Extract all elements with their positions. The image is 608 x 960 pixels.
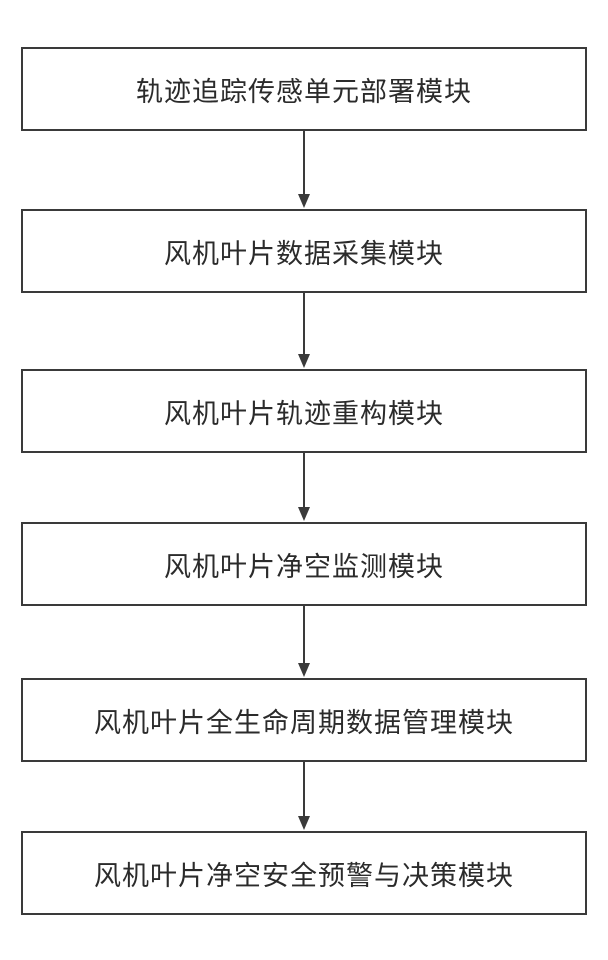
step-box-blade-trajectory-reconstruction: 风机叶片轨迹重构模块 xyxy=(21,369,587,453)
flow-arrow-3 xyxy=(298,453,310,521)
step-box-blade-clearance-warning-decision: 风机叶片净空安全预警与决策模块 xyxy=(21,831,587,915)
arrow-head-icon xyxy=(298,194,310,208)
step-label: 风机叶片净空安全预警与决策模块 xyxy=(94,854,514,893)
arrow-shaft xyxy=(303,293,305,355)
step-box-blade-data-collection: 风机叶片数据采集模块 xyxy=(21,209,587,293)
flow-arrow-1 xyxy=(298,131,310,208)
step-box-blade-clearance-monitoring: 风机叶片净空监测模块 xyxy=(21,522,587,606)
step-label: 风机叶片轨迹重构模块 xyxy=(164,392,444,431)
step-label: 轨迹追踪传感单元部署模块 xyxy=(136,70,472,109)
flow-arrow-5 xyxy=(298,762,310,830)
step-label: 风机叶片数据采集模块 xyxy=(164,232,444,271)
step-box-track-sensor-deployment: 轨迹追踪传感单元部署模块 xyxy=(21,47,587,131)
arrow-head-icon xyxy=(298,816,310,830)
arrow-shaft xyxy=(303,606,305,664)
flow-arrow-4 xyxy=(298,606,310,677)
flow-arrow-2 xyxy=(298,293,310,368)
arrow-shaft xyxy=(303,453,305,508)
arrow-shaft xyxy=(303,762,305,817)
arrow-shaft xyxy=(303,131,305,195)
step-label: 风机叶片全生命周期数据管理模块 xyxy=(94,701,514,740)
step-label: 风机叶片净空监测模块 xyxy=(164,545,444,584)
arrow-head-icon xyxy=(298,354,310,368)
step-box-blade-lifecycle-data-management: 风机叶片全生命周期数据管理模块 xyxy=(21,678,587,762)
arrow-head-icon xyxy=(298,663,310,677)
arrow-head-icon xyxy=(298,507,310,521)
